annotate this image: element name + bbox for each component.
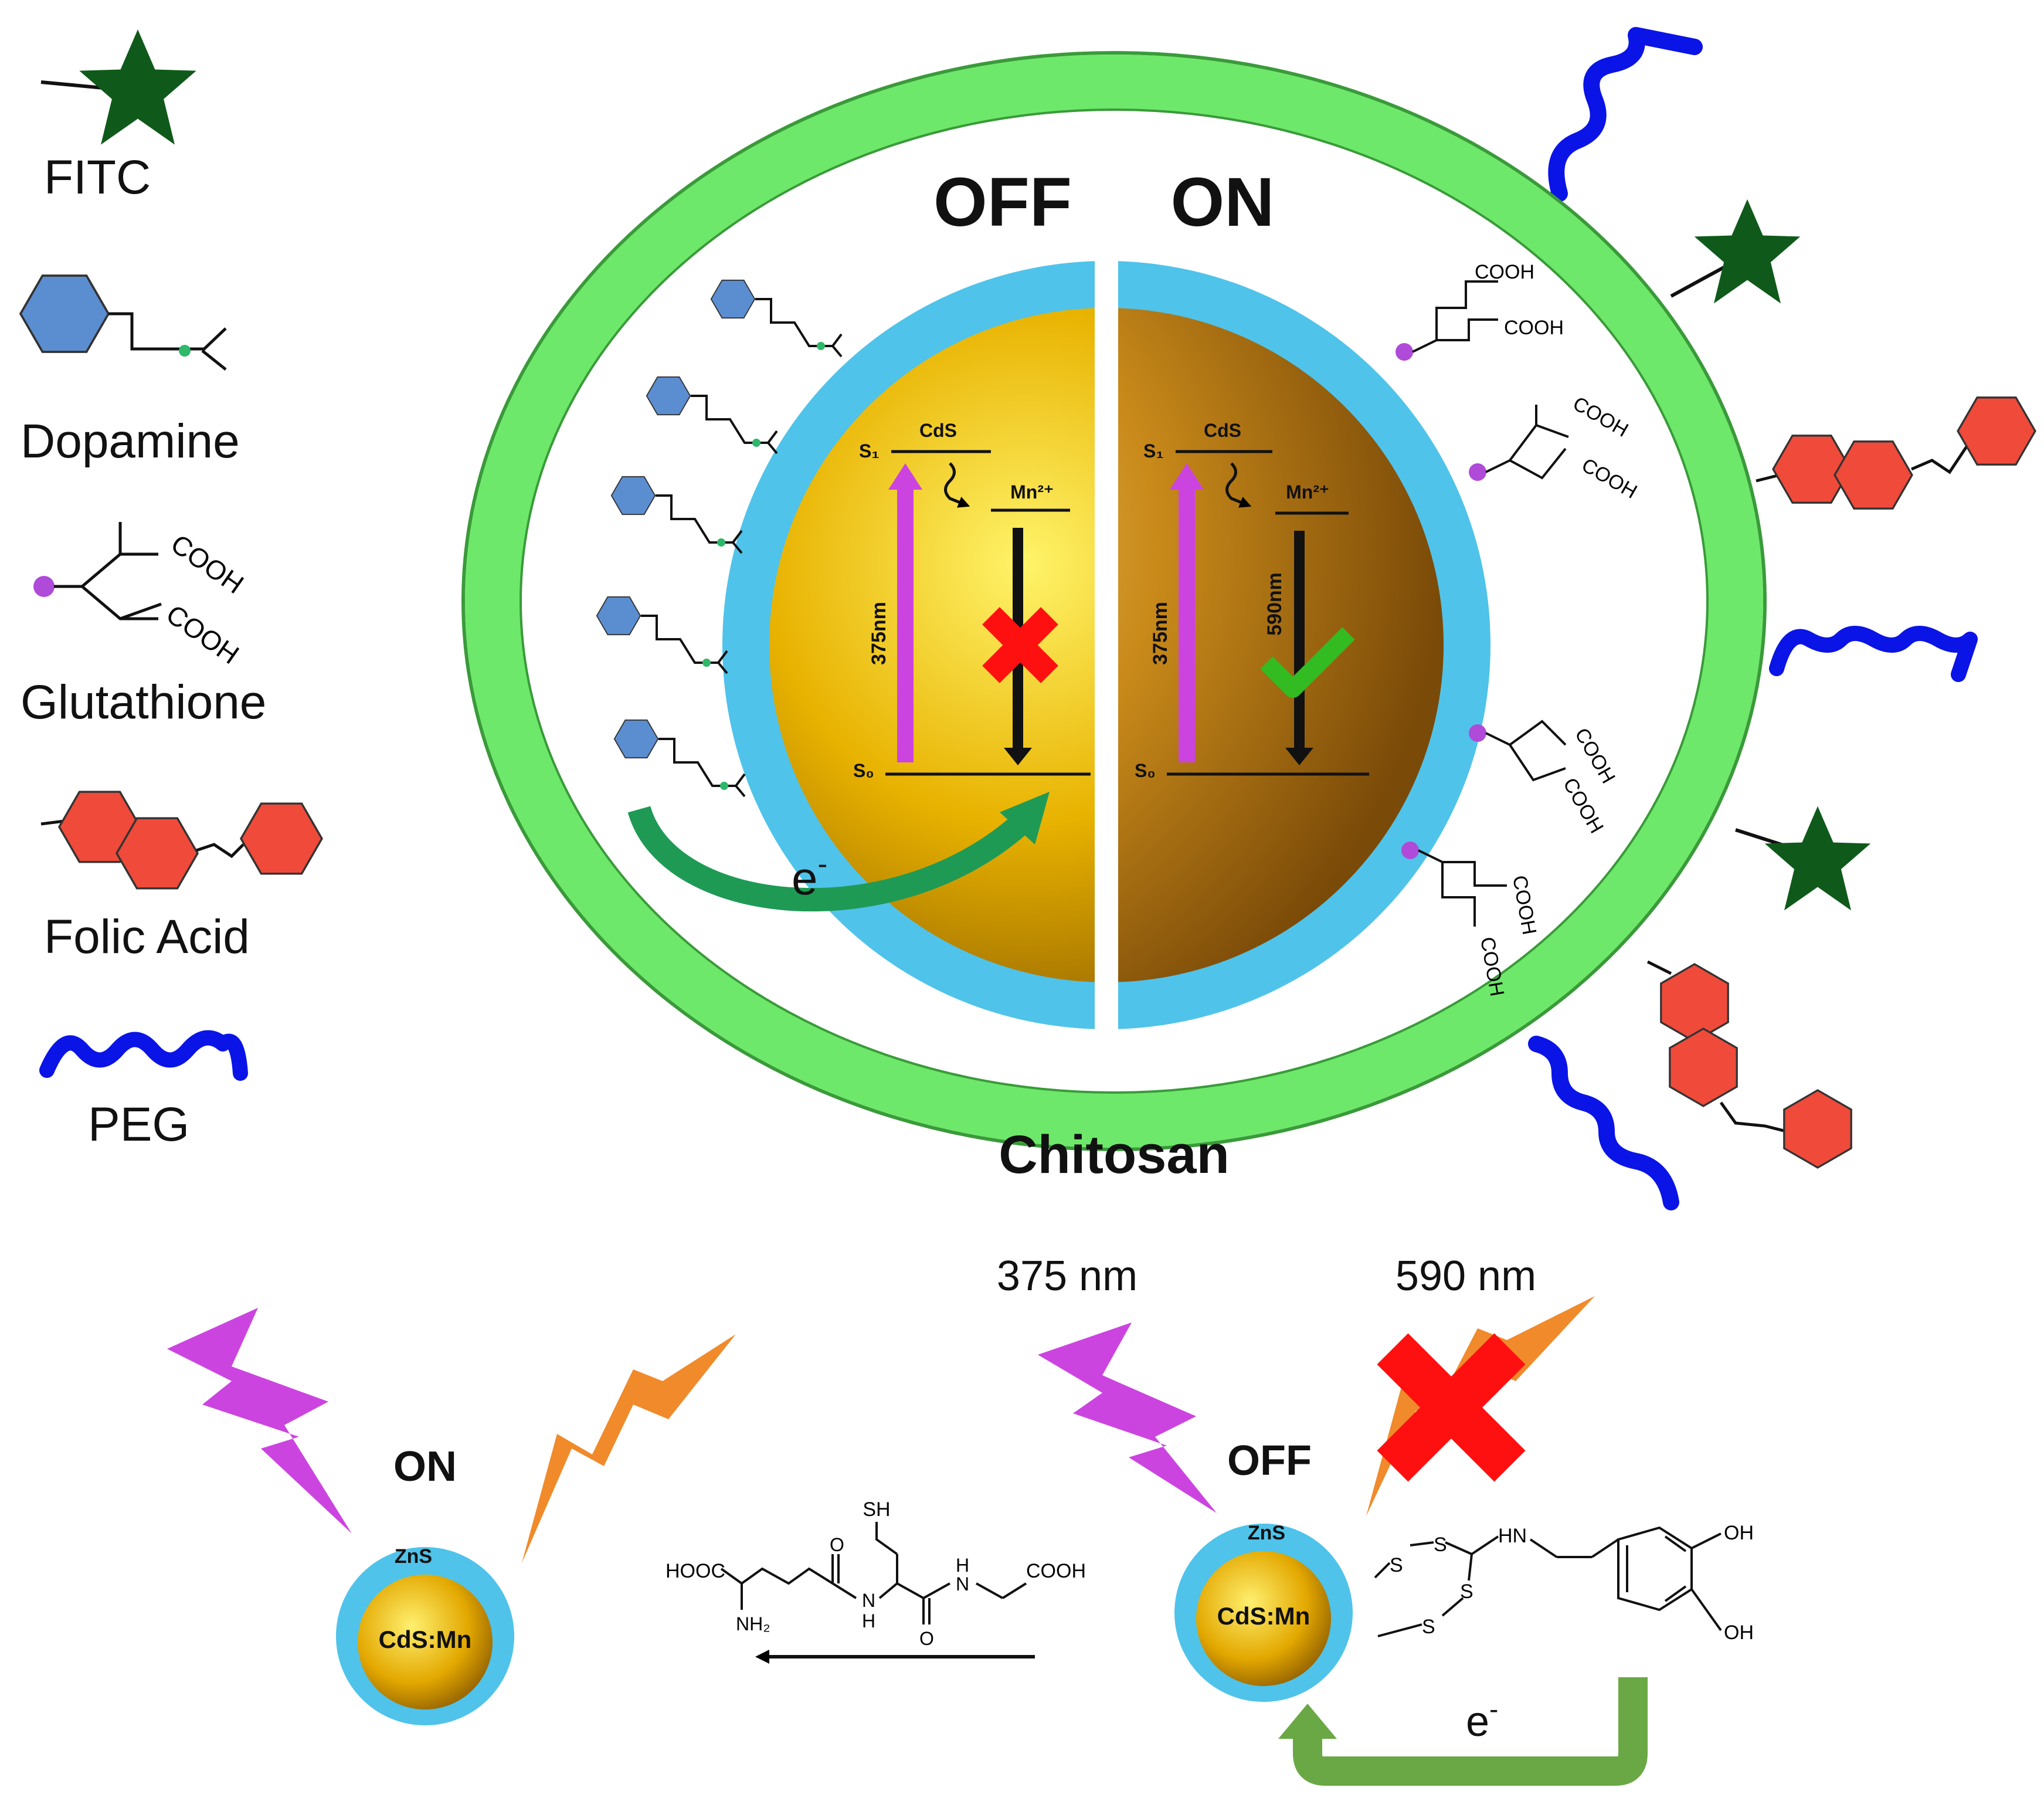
- gsh-ligand-1-cooh-2: COOH: [1504, 317, 1564, 339]
- chitosan-ring: [465, 55, 1763, 1148]
- on-emission-label: 590nm: [1264, 572, 1286, 636]
- gsh-h2-label: H: [956, 1555, 969, 1576]
- chitosan-ring-outline: [461, 51, 1767, 1151]
- gsh-sh-label: SH: [863, 1498, 890, 1521]
- off-mn-label: Mn²⁺: [1010, 481, 1054, 503]
- on-mn-label: Mn²⁺: [1286, 481, 1329, 503]
- gsh-o1-label: O: [830, 1534, 844, 1555]
- dc-hn-label: HN: [1498, 1525, 1527, 1547]
- dopamine-legend-label: Dopamine: [21, 415, 240, 468]
- gsh-ligand-1-cooh-1: COOH: [1475, 261, 1534, 283]
- off-s1-label: S₁: [859, 440, 880, 462]
- left-excitation-bolt: [167, 1308, 352, 1534]
- folic-acid-legend-label: Folic Acid: [44, 910, 250, 964]
- dc-s2-label: S: [1434, 1534, 1447, 1556]
- off-energy-diagram: CdS S₁ Mn²⁺ S₀ 375nm e-: [627, 420, 1091, 912]
- dc-s3-label: S: [1460, 1580, 1473, 1603]
- fitc-star-1: [1694, 199, 1801, 304]
- external-ligands: [1528, 27, 2036, 1210]
- on-excitation-arrow: [1179, 487, 1195, 762]
- dc-oh1-label: OH: [1724, 1522, 1754, 1544]
- gsh-ligand-2-cooh-1: COOH: [1569, 392, 1632, 442]
- left-cds-mn-core: [358, 1575, 493, 1710]
- right-zns-label: ZnS: [1248, 1522, 1285, 1544]
- left-core-label: CdS:Mn: [379, 1626, 472, 1653]
- dc-s1-label: S: [1390, 1554, 1403, 1576]
- left-emission-bolt: [522, 1334, 736, 1563]
- dc-oh2-label: OH: [1724, 1622, 1754, 1644]
- fitc-legend-icon: [40, 29, 196, 145]
- bottom-electron-label: e-: [1466, 1694, 1498, 1745]
- off-electron-arrow: [627, 805, 1028, 912]
- on-excitation-label: 375nm: [1149, 602, 1172, 665]
- chitosan-label: Chitosan: [999, 1125, 1230, 1185]
- gsh-n2-label: N: [956, 1573, 969, 1595]
- gsh-ligand-4-cooh-1: COOH: [1508, 874, 1540, 937]
- off-electron-label: e-: [792, 847, 827, 904]
- right-state-label: OFF: [1227, 1437, 1312, 1484]
- folic-acid-legend-icon: [40, 791, 323, 890]
- glutathione-legend-cooh-2: COOH: [161, 599, 245, 670]
- dc-s4-label: S: [1422, 1616, 1435, 1638]
- legend: FITC Dopamine COOH COOH Glutathione Foli…: [19, 29, 323, 1151]
- gsh-nh2-label: NH₂: [736, 1613, 770, 1634]
- on-cds-label: CdS: [1204, 420, 1241, 441]
- on-s0-label: S₀: [1135, 760, 1156, 781]
- fitc-legend-label: FITC: [44, 151, 151, 204]
- excitation-wavelength-label: 375 nm: [997, 1253, 1138, 1300]
- peg-legend-icon: [39, 1030, 248, 1081]
- on-s1-label: S₁: [1143, 440, 1164, 462]
- gsh-cooh-label: COOH: [1026, 1560, 1086, 1582]
- glutathione-legend-label: Glutathione: [21, 676, 266, 729]
- bottom-electron-arrow: [1293, 1677, 1648, 1786]
- folic-acid-chain-2: [1646, 960, 1852, 1169]
- right-excitation-bolt: [1038, 1322, 1217, 1513]
- gsh-hooc-label: HOOC: [666, 1560, 725, 1582]
- off-cds-label: CdS: [919, 420, 957, 441]
- on-check-icon: [1260, 627, 1355, 698]
- on-emission-arrow: [1294, 531, 1305, 751]
- emission-blocked-cross-icon: [1377, 1333, 1526, 1482]
- off-label: OFF: [933, 164, 1072, 241]
- fitc-star-2: [1764, 806, 1871, 911]
- right-cds-mn-core: [1196, 1551, 1331, 1686]
- on-half-sphere: [1118, 261, 1490, 1029]
- off-cross-icon: [982, 607, 1058, 683]
- glutathione-structure-labels: SH HOOC NH₂ O N H O H N COOH: [666, 1498, 1086, 1649]
- left-state-label: ON: [393, 1443, 457, 1490]
- on-energy-diagram: CdS S₁ Mn²⁺ S₀ 375nm 590nm: [1135, 420, 1369, 781]
- right-core-label: CdS:Mn: [1217, 1602, 1310, 1630]
- gsh-h1-label: H: [862, 1610, 875, 1632]
- gsh-n1-label: N: [862, 1590, 875, 1611]
- off-excitation-label: 375nm: [868, 602, 890, 665]
- folic-acid-chain-1: [1756, 396, 2036, 510]
- dopamine-complex-labels: S S S S HN OH OH: [1390, 1522, 1754, 1644]
- bottom-scheme: 375 nm 590 nm ON ZnS CdS:Mn: [167, 1253, 1754, 1786]
- dopamine-legend-icon: [19, 274, 227, 371]
- glutathione-structure: [720, 1522, 1027, 1624]
- right-emission-bolt: [1366, 1296, 1595, 1516]
- glutathione-legend-cooh-1: COOH: [165, 528, 249, 600]
- off-s0-label: S₀: [853, 760, 874, 781]
- dopamine-ligands: [596, 279, 843, 798]
- gsh-ligand-2-cooh-2: COOH: [1578, 454, 1641, 503]
- peg-chain-3: [1528, 1036, 1679, 1210]
- left-zns-label: ZnS: [395, 1545, 432, 1568]
- emission-wavelength-label: 590 nm: [1396, 1253, 1536, 1300]
- peg-legend-label: PEG: [88, 1098, 189, 1151]
- glutathione-legend-icon: [33, 522, 162, 620]
- dopamine-complex-structure: [1374, 1526, 1722, 1637]
- peg-chain-2: [1769, 626, 1978, 682]
- gsh-o2-label: O: [919, 1628, 934, 1649]
- off-excitation-arrow: [897, 487, 914, 762]
- on-label: ON: [1171, 164, 1275, 241]
- peg-chain-1: [1548, 27, 1703, 202]
